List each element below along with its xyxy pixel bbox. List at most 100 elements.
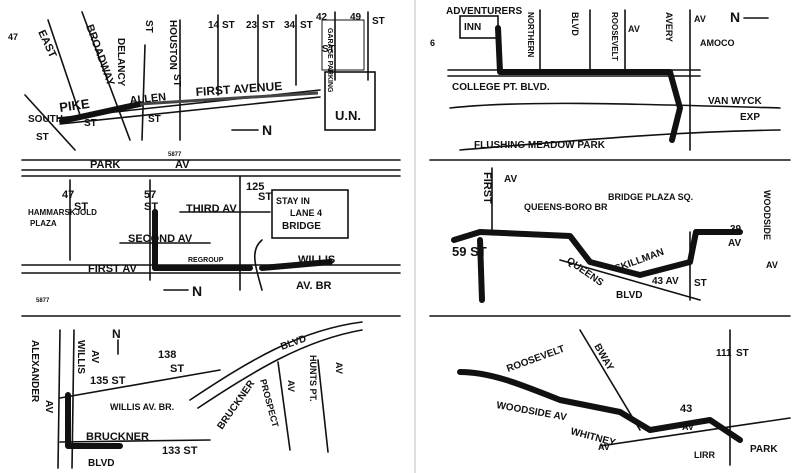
north-arrow-label: N: [730, 9, 740, 25]
hammarskjold-label: HAMMARSKJOLD: [28, 208, 97, 217]
stay-in-lane-label: STAY IN: [276, 196, 310, 206]
street-label-east: EAST: [35, 28, 58, 60]
bruckner-label: BRUCKNER: [86, 431, 149, 443]
north-arrow-label: N: [262, 122, 272, 138]
street-label-south: SOUTH: [28, 114, 63, 125]
street-label-125-st: ST: [258, 191, 272, 203]
map-panel-manhattan-first-avenue: 47 EAST BROADWAY DELANCY ST HOUSTON ST 1…: [8, 11, 385, 158]
blvd-label: BLVD: [88, 458, 114, 469]
street-label-42-st: ST: [322, 44, 335, 55]
garage-parking-label: GARAGE PARKING: [326, 28, 333, 93]
map-code: 5877: [36, 298, 50, 304]
street-label-broadway: BROADWAY: [83, 23, 117, 88]
college-point-label: COLLEGE PT. BLVD.: [452, 82, 550, 93]
park-av-label: PARK: [90, 159, 120, 171]
map-panel-bronx-bruckner: ALEXANDER AV WILLIS AV 135 ST 138 ST WIL…: [29, 321, 363, 469]
avenue-label-43: 43 AV: [652, 276, 679, 287]
queens-blvd-label: BLVD: [616, 290, 642, 301]
street-label-34-st: ST: [300, 20, 313, 31]
park-label: PARK: [750, 444, 778, 455]
street-label-47-st: ST: [74, 201, 88, 213]
park-av-label-av: AV: [175, 159, 190, 171]
street-label-135: 135 ST: [90, 375, 126, 387]
regroup-label: REGROUP: [188, 257, 224, 264]
flushing-meadow-label: FLUSHING MEADOW PARK: [474, 140, 606, 151]
street-label-delancy-st: ST: [143, 20, 154, 33]
avenue-label-woodside: WOODSIDE AV: [495, 400, 567, 423]
street-label-42: 42: [316, 12, 328, 23]
north-arrow-label: N: [192, 283, 202, 299]
street-label-133: 133 ST: [162, 445, 198, 457]
page-mark: 47: [8, 32, 18, 42]
street-label-northern-blvd: BLVD: [570, 12, 580, 36]
street-label-138-st: ST: [170, 363, 184, 375]
street-label-pike: PIKE: [58, 96, 90, 115]
street-label-hunts-pt: HUNTS PT.: [308, 355, 318, 402]
north-arrow-label: N: [112, 327, 121, 341]
map-panel-queensboro: FIRST AV QUEENS-BORO BR BRIDGE PLAZA SQ.…: [451, 167, 778, 303]
lirr-label: LIRR: [694, 450, 715, 460]
lane-number-label: LANE 4: [290, 208, 322, 218]
map-panel-flushing-meadow: 6 ADVENTURERS INN NORTHERN BLVD ROOSEVEL…: [430, 6, 781, 151]
street-label-willis: WILLIS: [75, 340, 86, 374]
street-label-st-ext: ST: [84, 118, 97, 129]
willis-label: WILLIS: [298, 254, 335, 266]
street-label-111: 111: [716, 348, 732, 359]
map-panel-manhattan-to-willis-bridge: PARK AV 47 ST 57 ST 125 ST HAMMARSKJOLD …: [21, 159, 401, 304]
queens-label: QUEENS: [564, 255, 605, 288]
street-label-woodside: WOODSIDE: [762, 190, 772, 240]
street-label-14-st: ST: [222, 20, 235, 31]
street-label-delancy: DELANCY: [115, 38, 126, 87]
street-label-woodside-av: AV: [766, 260, 778, 270]
av-br-label: AV. BR: [296, 280, 332, 292]
street-label-avery-av: AV: [694, 14, 706, 24]
street-label-south-st: ST: [36, 132, 49, 143]
street-label-alexander-av: AV: [43, 400, 54, 413]
street-label-47: 47: [62, 189, 74, 201]
street-label-prospect: PROSPECT: [258, 378, 281, 429]
street-label-hunts-av: AV: [334, 362, 344, 374]
street-label-57: 57: [144, 189, 156, 201]
plaza-label: PLAZA: [30, 219, 57, 228]
street-label-st: ST: [694, 278, 707, 289]
bridge-label: BRIDGE: [282, 221, 321, 232]
street-label-st-small: ST: [148, 114, 161, 125]
street-label-111-st: ST: [736, 348, 749, 359]
street-label-49-st: ST: [372, 16, 385, 27]
adventurers-label: ADVENTURERS: [446, 6, 522, 17]
street-label-roosevelt: ROOSEVELT: [610, 12, 619, 61]
street-label-39: 39: [730, 224, 742, 235]
willis-bridge-label: WILLIS AV. BR.: [110, 402, 174, 412]
street-label-39-av: AV: [728, 238, 741, 249]
street-label-23: 23: [246, 20, 258, 31]
street-label-roosevelt: ROOSEVELT: [505, 344, 566, 375]
bruckner-blvd-label: BRUCKNER: [215, 378, 257, 432]
inn-label: INN: [464, 22, 481, 33]
street-label-prospect-av: AV: [286, 380, 296, 392]
street-label-34: 34: [284, 20, 296, 31]
avenue-label-43-av: AV: [682, 422, 694, 432]
queensboro-bridge-label: QUEENS-BORO BR: [524, 202, 608, 212]
street-label-bway: BWAY: [591, 342, 615, 373]
street-label-57-st: ST: [144, 201, 158, 213]
street-label-whitney-av: AV: [598, 442, 610, 452]
avenue-label-first-avenue: FIRST AVENUE: [195, 79, 282, 99]
street-label-allen: ALLEN: [129, 91, 167, 107]
bruckner-blvd-label-blvd: BLVD: [279, 333, 308, 352]
street-label-willis-av: AV: [89, 350, 100, 363]
street-label-first: FIRST: [481, 172, 493, 204]
street-label-roosevelt-av: AV: [628, 24, 640, 34]
avenue-label-second: SECOND AV: [128, 233, 193, 245]
street-label-49: 49: [350, 12, 362, 23]
street-label-houston-st: ST: [171, 74, 182, 87]
van-wyck-label: VAN WYCK: [708, 96, 762, 107]
exp-label: EXP: [740, 112, 760, 123]
map-code: 5877: [168, 152, 182, 158]
street-label-125: 125: [246, 181, 264, 193]
street-label-alexander: ALEXANDER: [29, 340, 40, 403]
street-label-23-st: ST: [262, 20, 275, 31]
street-label-houston: HOUSTON: [167, 20, 178, 70]
avenue-label-first: FIRST AV: [88, 263, 138, 275]
street-label-first-av: AV: [504, 174, 517, 185]
